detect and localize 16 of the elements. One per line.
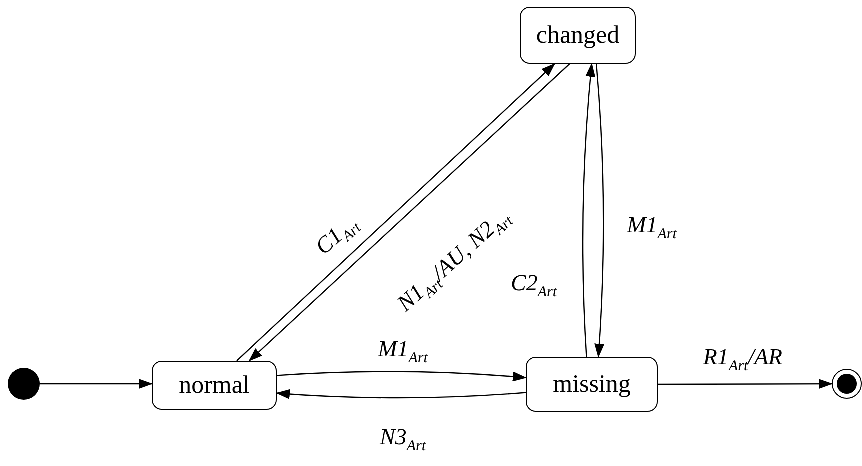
edge-label: M1$_{Art}$ [627, 212, 677, 244]
transition-arrow [40, 379, 153, 390]
edge-label: M1$_{Art}$ [378, 336, 428, 368]
initial-state-circle [8, 368, 40, 400]
transition-arrow [276, 389, 526, 400]
state-box: missing [526, 357, 658, 412]
edge-label: C2$_{Art}$ [511, 270, 557, 302]
edge-label: R1$_{Art}$/AR [703, 344, 783, 376]
final-state-circle [832, 369, 862, 399]
edge-label: N3$_{Art}$ [380, 424, 426, 456]
transition-arrow [658, 379, 833, 390]
state-box: normal [152, 361, 277, 410]
state-box: changed [520, 7, 636, 64]
transition-arrow [276, 371, 527, 382]
transition-arrow [582, 63, 596, 358]
transition-arrow [594, 64, 604, 358]
